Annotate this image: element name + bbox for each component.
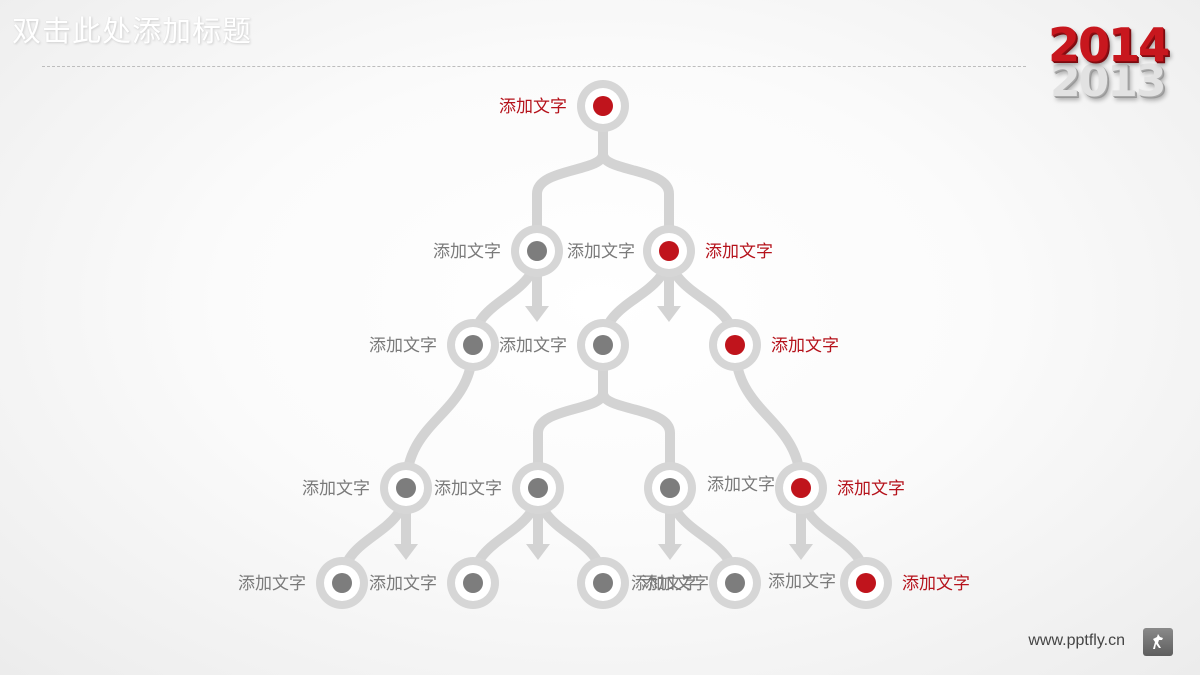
node-dot-red (856, 573, 876, 593)
arrow-l3c-head (658, 544, 682, 560)
tree-node-l4-e[interactable] (840, 557, 892, 609)
tree-node-l4-a[interactable] (316, 557, 368, 609)
tree-node-l3-a[interactable] (380, 462, 432, 514)
node-dot-gray (725, 573, 745, 593)
tree-labels: 添加文字添加文字添加文字添加文字添加文字添加文字添加文字添加文字添加文字添加文字… (238, 97, 970, 594)
node-label-l1-left[interactable]: 添加文字 (433, 242, 501, 262)
tree-nodes (316, 80, 892, 609)
tree-node-l3-c[interactable] (644, 462, 696, 514)
node-label-l3-b[interactable]: 添加文字 (434, 479, 502, 499)
node-dot-gray (463, 573, 483, 593)
node-label-root[interactable]: 添加文字 (499, 97, 567, 117)
slide-title[interactable]: 双击此处添加标题 (12, 14, 253, 48)
tree-node-l1-left[interactable] (511, 225, 563, 277)
arrow-l1left-head (525, 306, 549, 322)
node-dot-red (725, 335, 745, 355)
label-lbl-mid-l3[interactable]: 添加文字 (707, 475, 775, 495)
node-dot-gray (593, 335, 613, 355)
year-logo-top: 2014 (1048, 18, 1170, 72)
node-dot-gray (527, 241, 547, 261)
connector-arrows (394, 306, 813, 560)
tree-node-l2-a[interactable] (447, 319, 499, 371)
tree-node-l4-b[interactable] (447, 557, 499, 609)
node-dot-gray (528, 478, 548, 498)
node-label-l4-e[interactable]: 添加文字 (902, 574, 970, 594)
node-dot-gray (463, 335, 483, 355)
horse-icon[interactable] (1143, 628, 1173, 656)
tree-node-l1-right[interactable] (643, 225, 695, 277)
tree-node-l3-d[interactable] (775, 462, 827, 514)
node-dot-gray (593, 573, 613, 593)
node-label-l3-a[interactable]: 添加文字 (302, 479, 370, 499)
year-logo: 2013 2014 (1044, 16, 1184, 108)
node-label-l2-c[interactable]: 添加文字 (771, 336, 839, 356)
node-label-l4-a[interactable]: 添加文字 (238, 574, 306, 594)
arrow-l3b-head (526, 544, 550, 560)
tree-node-l4-c[interactable] (577, 557, 629, 609)
tree-node-root[interactable] (577, 80, 629, 132)
footer-url[interactable]: www.pptfly.cn (1028, 632, 1125, 649)
arrow-l3a-head (394, 544, 418, 560)
node-label-l4-d[interactable]: 添加文字 (631, 574, 699, 594)
label-lbl-mid-l1[interactable]: 添加文字 (567, 242, 635, 262)
node-label-l1-right[interactable]: 添加文字 (705, 242, 773, 262)
label-lbl-mid-l4a[interactable]: 添加文字 (641, 574, 709, 594)
year-logo-bottom: 2013 (1050, 56, 1166, 107)
tree-node-l2-c[interactable] (709, 319, 761, 371)
node-dot-gray (396, 478, 416, 498)
node-dot-gray (332, 573, 352, 593)
tree-node-l4-d[interactable] (709, 557, 761, 609)
node-label-l2-b[interactable]: 添加文字 (499, 336, 567, 356)
node-label-l4-b[interactable]: 添加文字 (369, 574, 437, 594)
tree-node-l2-b[interactable] (577, 319, 629, 371)
node-dot-red (593, 96, 613, 116)
conn-root-branch-2 (598, 149, 674, 256)
node-dot-red (659, 241, 679, 261)
arrow-l1right-head (657, 306, 681, 322)
node-dot-red (791, 478, 811, 498)
tree-node-l3-b[interactable] (512, 462, 564, 514)
conn-l2b-branch-2 (598, 388, 675, 493)
label-lbl-mid-l4b[interactable]: 添加文字 (768, 572, 836, 592)
title-divider (42, 66, 1026, 67)
node-label-l3-d[interactable]: 添加文字 (837, 479, 905, 499)
arrow-l3d-head (789, 544, 813, 560)
node-label-l2-a[interactable]: 添加文字 (369, 336, 437, 356)
node-dot-gray (660, 478, 680, 498)
